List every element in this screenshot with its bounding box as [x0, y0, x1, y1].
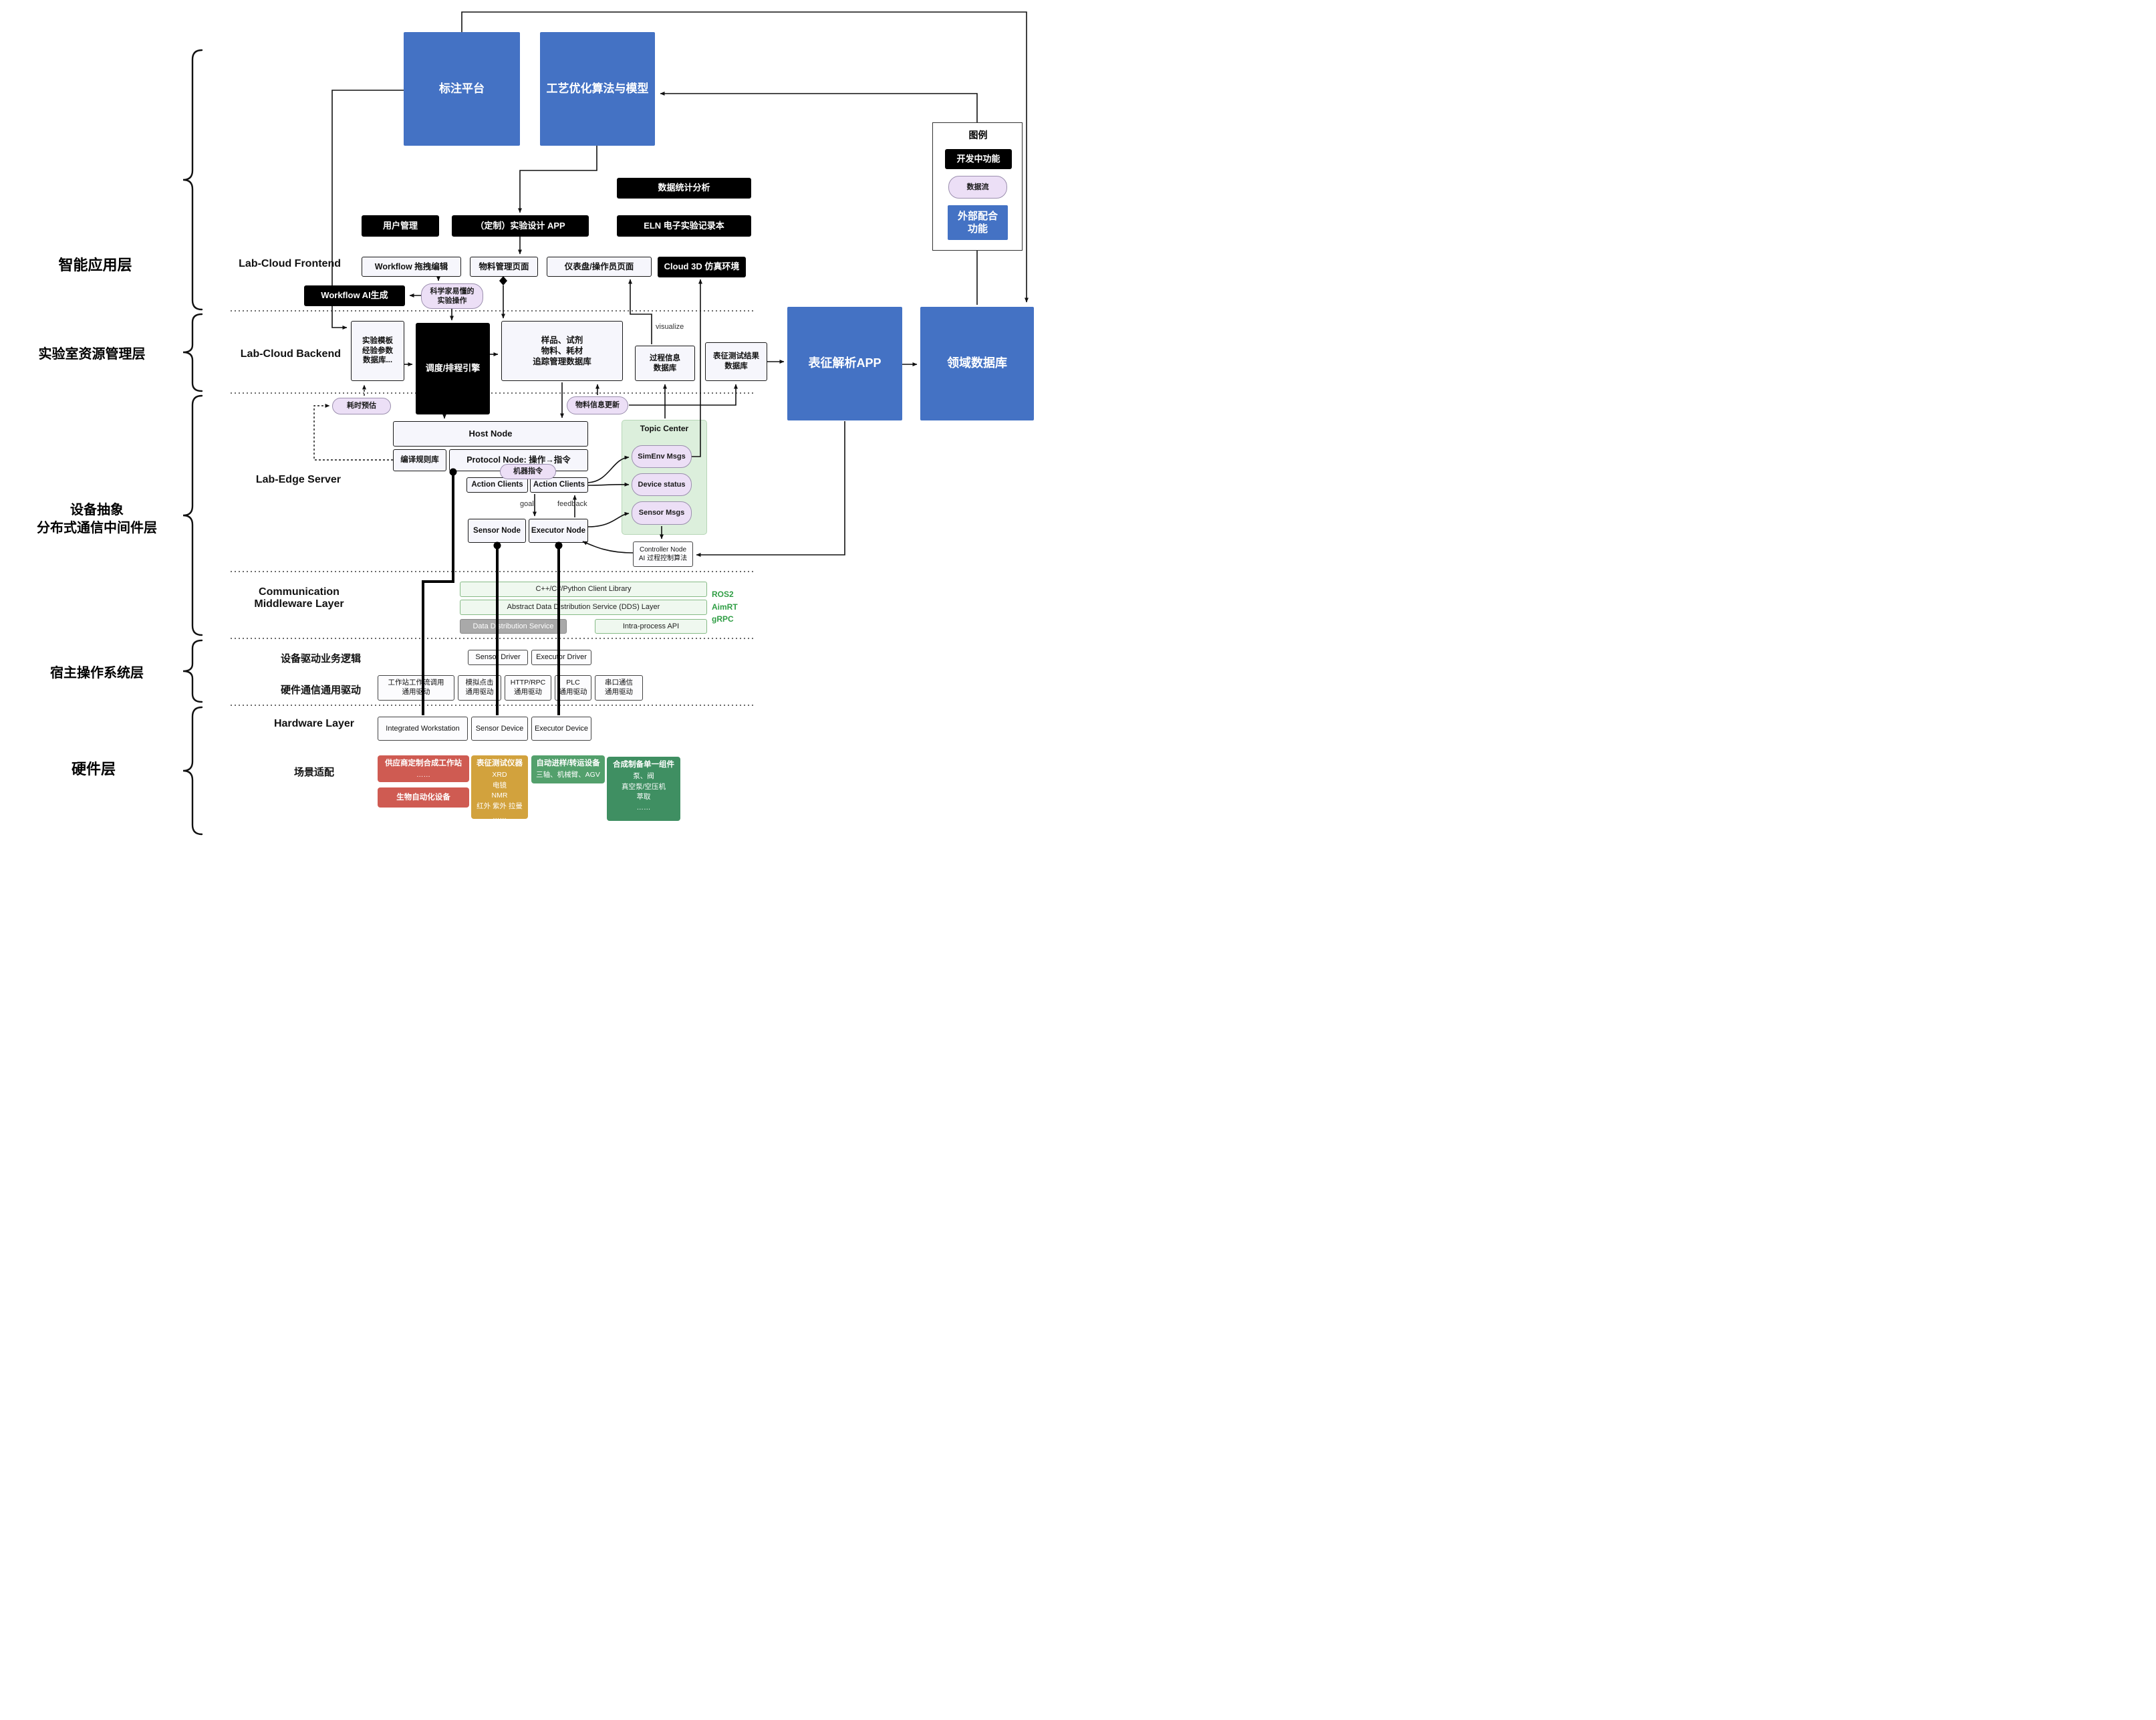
- time-estimate-pill: 耗时预估: [332, 398, 391, 414]
- legend-dataflow: 数据流: [948, 176, 1007, 199]
- workflow-ai-box: Workflow AI生成: [304, 285, 405, 306]
- sensor-device-box: Sensor Device: [471, 717, 528, 741]
- layer-label-resource: 实验室资源管理层: [38, 347, 146, 362]
- legend-title: 图例: [968, 130, 988, 140]
- eln-box: ELN 电子实验记录本: [617, 215, 751, 237]
- sample-db-box: 样品、试剂 物料、耗材 追踪管理数据库: [501, 321, 623, 381]
- layer-label-middleware: 设备抽象 分布式通信中间件层: [37, 503, 157, 535]
- charact-app-box: 表征解析APP: [787, 307, 902, 420]
- vendor-workstation-title: 供应商定制合成工作站: [385, 759, 462, 767]
- serial-driver-box: 串口通信 通用驱动: [595, 675, 643, 701]
- legend-external: 外部配合 功能: [948, 205, 1008, 240]
- bio-automation-box: 生物自动化设备: [378, 787, 469, 808]
- synth-components-box: 合成制备单一组件 泵、阀 真空泵/空压机 萃取 ……: [607, 757, 680, 821]
- layer-braces: [182, 49, 203, 836]
- template-db-box: 实验模板 经验参数 数据库...: [351, 321, 404, 381]
- transfer-devices-items: 三轴、机械臂、AGV: [536, 770, 600, 779]
- sensor-driver-box: Sensor Driver: [468, 650, 528, 665]
- process-optimization-box: 工艺优化算法与模型: [540, 32, 655, 146]
- sensor-node-box: Sensor Node: [468, 519, 526, 543]
- machine-cmd-pill: 机器指令: [500, 464, 556, 479]
- http-driver-box: HTTP/RPC 通用驱动: [505, 675, 551, 701]
- material-page-box: 物料管理页面: [470, 257, 538, 277]
- controller-node-box: Controller Node AI 过程控制算法: [633, 541, 693, 567]
- synth-components-items: 泵、阀 真空泵/空压机 萃取 ……: [622, 771, 666, 812]
- scenario-label: 场景适配: [293, 767, 334, 778]
- data-stats-box: 数据统计分析: [617, 178, 751, 199]
- action-clients-2-box: Action Clients: [530, 477, 588, 493]
- integrated-workstation-box: Integrated Workstation: [378, 717, 468, 741]
- client-library-bar: C++/C#/Python Client Library: [460, 582, 707, 597]
- charact-instruments-box: 表征测试仪器 XRD 电镜 NMR 红外 紫外 拉曼 ……: [471, 755, 528, 821]
- dds-service-bar: Data Distribution Service: [460, 619, 567, 634]
- legend: 图例 开发中功能 数据流 外部配合 功能: [932, 122, 1023, 251]
- click-driver-box: 模拟点击 通用驱动: [458, 675, 501, 701]
- ws-driver-box: 工作站工作流调用 通用驱动: [378, 675, 454, 701]
- material-update-pill: 物料信息更新: [567, 396, 628, 414]
- charact-instruments-items: XRD 电镜 NMR 红外 紫外 拉曼 ……: [477, 770, 523, 821]
- middleware-stack-label: ROS2 AimRT gRPC: [712, 590, 738, 624]
- domain-db-box: 领域数据库: [920, 307, 1034, 420]
- synth-components-title: 合成制备单一组件: [613, 761, 674, 769]
- dds-layer-bar: Abstract Data Distribution Service (DDS)…: [460, 600, 707, 615]
- action-clients-1-box: Action Clients: [466, 477, 528, 493]
- annotation-platform-box: 标注平台: [404, 32, 520, 146]
- simenv-msgs-pill: SimEnv Msgs: [632, 445, 692, 468]
- design-app-box: （定制）实验设计 APP: [452, 215, 589, 237]
- executor-device-box: Executor Device: [531, 717, 591, 741]
- edge-section-label: Lab-Edge Server: [255, 474, 341, 485]
- backend-section-label: Lab-Cloud Backend: [240, 348, 341, 360]
- scheduler-box: 调度/排程引擎: [416, 323, 490, 414]
- layer-label-host-os: 宿主操作系统层: [50, 666, 144, 681]
- driver-logic-label: 设备驱动业务逻辑: [280, 653, 361, 664]
- executor-driver-box: Executor Driver: [531, 650, 591, 665]
- legend-developing: 开发中功能: [945, 149, 1012, 169]
- topic-center-title: Topic Center: [640, 424, 689, 433]
- feedback-label: feedback: [557, 500, 587, 508]
- layer-label-hardware: 硬件层: [71, 761, 116, 777]
- executor-node-box: Executor Node: [529, 519, 588, 543]
- intra-process-api-bar: Intra-process API: [595, 619, 707, 634]
- vendor-workstation-items: ……: [416, 770, 430, 779]
- layer-label-application: 智能应用层: [58, 257, 132, 273]
- compile-rules-box: 编译规则库: [393, 449, 446, 471]
- transfer-devices-box: 自动进样/转运设备 三轴、机械臂、AGV: [531, 755, 605, 783]
- charact-instruments-title: 表征测试仪器: [477, 759, 523, 767]
- hw-comm-label: 硬件通信通用驱动: [280, 685, 361, 696]
- hardware-section-label: Hardware Layer: [273, 718, 354, 729]
- charact-db-box: 表征测试结果 数据库: [705, 342, 767, 381]
- visualize-label: visualize: [656, 323, 684, 331]
- process-db-box: 过程信息 数据库: [635, 346, 695, 381]
- architecture-diagram: 智能应用层 实验室资源管理层 设备抽象 分布式通信中间件层 宿主操作系统层 硬件…: [0, 0, 1048, 844]
- transfer-devices-title: 自动进样/转运设备: [536, 759, 600, 767]
- device-status-pill: Device status: [632, 473, 692, 496]
- cloud3d-box: Cloud 3D 仿真环境: [658, 257, 746, 277]
- frontend-section-label: Lab-Cloud Frontend: [239, 258, 341, 269]
- vendor-workstation-box: 供应商定制合成工作站 ……: [378, 755, 469, 782]
- sci-ops-pill: 科学家易懂的 实验操作: [421, 283, 483, 309]
- host-node-box: Host Node: [393, 421, 588, 447]
- dashboard-page-box: 仪表盘/操作员页面: [547, 257, 652, 277]
- goal-label: goal: [520, 500, 534, 508]
- comm-section-label: Communication Middleware Layer: [254, 586, 344, 610]
- sensor-msgs-pill: Sensor Msgs: [632, 501, 692, 525]
- user-mgmt-box: 用户管理: [362, 215, 439, 237]
- plc-driver-box: PLC 通用驱动: [555, 675, 591, 701]
- workflow-edit-box: Workflow 拖拽编辑: [362, 257, 461, 277]
